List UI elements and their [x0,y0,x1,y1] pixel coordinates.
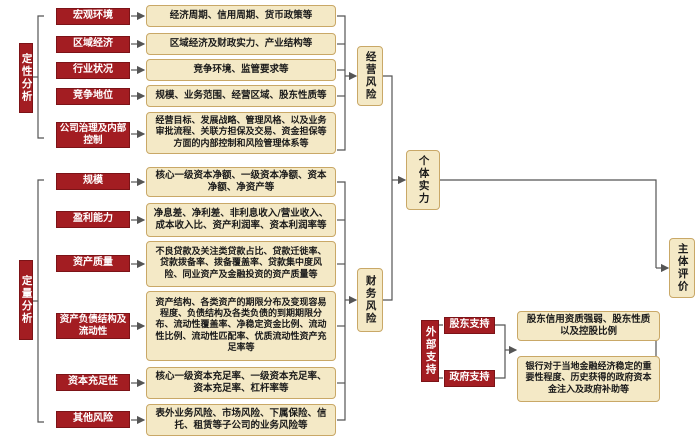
operating-risk-node: 经营风险 [357,46,383,106]
desc-scale: 核心一级资本净额、一级资本净额、资本净额、净资产等 [146,167,336,197]
qualitative-bracket [37,15,44,139]
individual-strength-node: 个体实力 [406,150,440,210]
desc-asset-quality: 不良贷款及关注类贷款占比、贷款迁徙率、贷款拨备率、拨备覆盖率、贷款集中度风险、同… [146,241,336,287]
desc-competitive-position: 规模、业务范围、经营区域、股东性质等 [146,85,336,107]
factor-governance-internal-control: 公司治理及内部控制 [56,122,130,148]
desc-government-support: 银行对于当地金融经济稳定的重要性程度、历史获得的政府资本金注入及政府补助等 [517,356,660,402]
desc-shareholder-support: 股东信用资质强弱、股东性质以及控股比例 [517,311,660,341]
financial-risk-node: 财务风险 [357,268,383,332]
factor-regional-economy: 区域经济 [56,36,130,53]
quantitative-analysis-label: 定量分析 [19,260,33,340]
factor-scale: 规模 [56,173,130,190]
factor-asset-quality: 资产质量 [56,255,130,272]
factor-asset-liability-liquidity: 资产负债结构及流动性 [56,313,130,339]
desc-profitability: 净息差、净利差、非利息收入/营业收入、成本收入比、资产利润率、资本利润率等 [146,203,336,237]
factor-shareholder-support: 股东支持 [444,317,495,334]
desc-governance-internal-control: 经营目标、发展战略、管理风格、以及业务审批流程、关联方担保及交易、资金担保等方面… [146,112,336,154]
subject-rating-node: 主体评价 [669,238,695,298]
factor-other-risks: 其他风险 [56,411,130,428]
desc-asset-liability-liquidity: 资产结构、各类资产的期限分布及变现容易程度、负债结构及各类负债的到期期限分布、流… [146,291,336,361]
factor-government-support: 政府支持 [444,370,495,387]
factor-macro-environment: 宏观环境 [56,8,130,25]
qualitative-analysis-label: 定性分析 [19,43,33,113]
external-support-label: 外部支持 [421,320,439,382]
desc-industry-status: 竞争环境、监管要求等 [146,59,336,81]
desc-regional-economy: 区域经济及财政实力、产业结构等 [146,33,336,55]
desc-capital-adequacy: 核心一级资本充足率、一级资本充足率、资本充足率、杠杆率等 [146,367,336,399]
factor-capital-adequacy: 资本充足性 [56,374,130,391]
factor-competitive-position: 竞争地位 [56,88,130,105]
desc-other-risks: 表外业务风险、市场风险、下属保险、信托、租赁等子公司的业务风险等 [146,404,336,436]
desc-macro-environment: 经济周期、信用周期、货币政策等 [146,5,336,27]
factor-industry-status: 行业状况 [56,62,130,79]
quantitative-bracket [37,179,44,423]
factor-profitability: 盈利能力 [56,211,130,228]
